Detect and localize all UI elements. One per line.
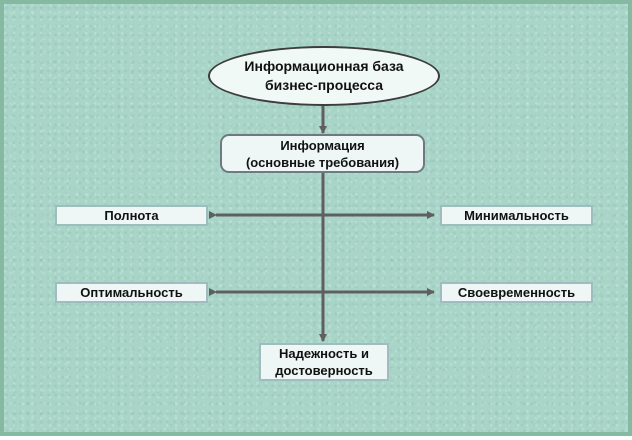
node-svoevremennost: Своевременность	[440, 282, 593, 303]
node-optimalnost: Оптимальность	[55, 282, 208, 303]
node-polnota: Полнота	[55, 205, 208, 226]
node-nadezhnost-label: Надежность и достоверность	[275, 346, 373, 378]
connector-lines	[209, 103, 435, 342]
node-polnota-label: Полнота	[104, 208, 159, 223]
root-node-label: Информационная база бизнес-процесса	[244, 58, 404, 93]
node-optimalnost-label: Оптимальность	[80, 285, 183, 300]
root-node-ellipse: Информационная база бизнес-процесса	[208, 46, 440, 106]
node-nadezhnost: Надежность и достоверность	[259, 343, 389, 381]
info-node: Информация (основные требования)	[220, 134, 425, 173]
node-minimalnost: Минимальность	[440, 205, 593, 226]
info-node-label: Информация (основные требования)	[245, 137, 400, 170]
node-minimalnost-label: Минимальность	[464, 208, 569, 223]
node-svoevremennost-label: Своевременность	[457, 285, 576, 300]
